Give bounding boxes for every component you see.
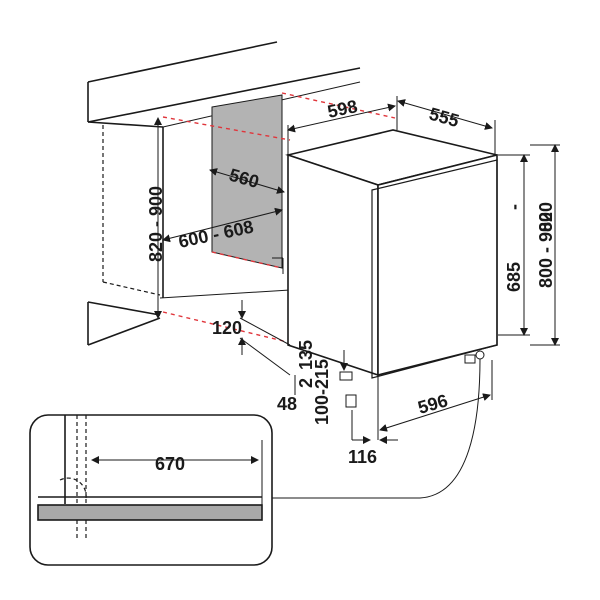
dim-120: 120 bbox=[212, 300, 291, 376]
label-116: 116 bbox=[348, 447, 377, 467]
dim-116: 116 bbox=[348, 436, 398, 467]
label-555: 555 bbox=[427, 104, 461, 132]
detail-box: 670 bbox=[29, 414, 273, 566]
label-670: 670 bbox=[155, 454, 185, 474]
dim-100-215: 100-215 2 135 bbox=[296, 340, 353, 440]
dishwasher-body bbox=[272, 129, 498, 408]
label-800-900: 800 - 900 bbox=[536, 212, 556, 288]
label-100-215: 100-215 bbox=[312, 359, 332, 425]
detail-connector bbox=[272, 358, 481, 499]
label-598: 598 bbox=[326, 96, 360, 122]
dim-820-900-left: 820 - 900 bbox=[146, 117, 166, 319]
label-820-900-left: 820 - 900 bbox=[146, 186, 166, 262]
label-48: 48 bbox=[277, 394, 297, 414]
label-596: 596 bbox=[416, 390, 450, 418]
dim-48: 48 bbox=[277, 375, 297, 414]
label-dash: - bbox=[504, 204, 524, 210]
label-120: 120 bbox=[212, 318, 242, 338]
label-685: 685 bbox=[504, 262, 524, 292]
label-820: 820 bbox=[536, 202, 556, 232]
dim-800-900: 800 - 900 - 820 bbox=[504, 144, 560, 346]
plinth-board bbox=[37, 504, 263, 521]
dim-685: 685 bbox=[498, 154, 530, 336]
label-135: 135 bbox=[296, 340, 316, 370]
label-2: 2 bbox=[296, 378, 316, 388]
